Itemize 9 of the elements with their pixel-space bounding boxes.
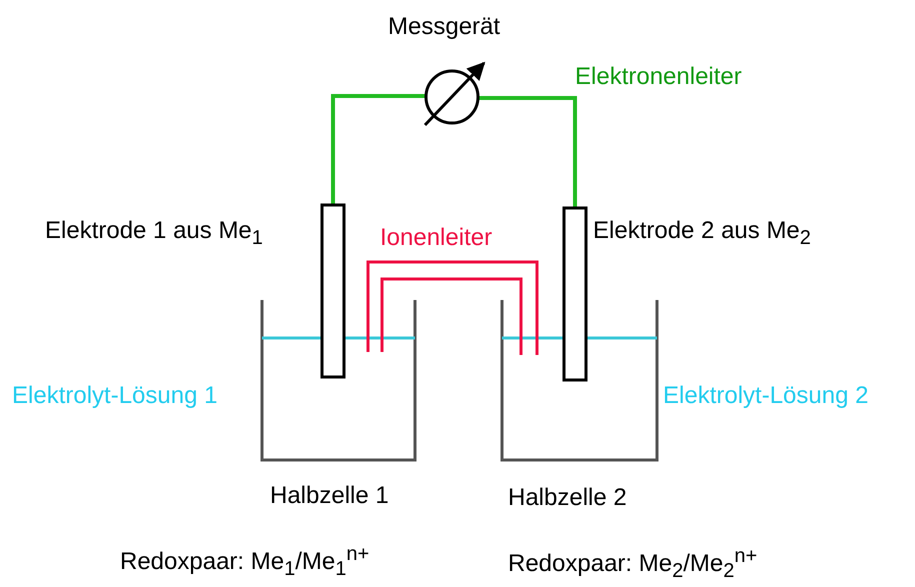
half-cell-label: Halbzelle 1 — [270, 483, 389, 510]
electrode-label: Elektrode 2 aus Me$_{2}$ — [593, 218, 811, 249]
conductor-label: Elektronenleiter — [575, 64, 742, 90]
solution-label: Elektrolyt-Lösung 1 — [12, 383, 218, 410]
device-label: Messgerät — [388, 14, 500, 40]
solution-label: Elektrolyt-Lösung 2 — [663, 383, 868, 410]
electrode-label: Elektrode 1 aus Me$_{1}$ — [45, 218, 263, 249]
half-cell-label: Halbzelle 2 — [508, 485, 627, 512]
conductor-label: Ionenleiter — [380, 225, 492, 252]
